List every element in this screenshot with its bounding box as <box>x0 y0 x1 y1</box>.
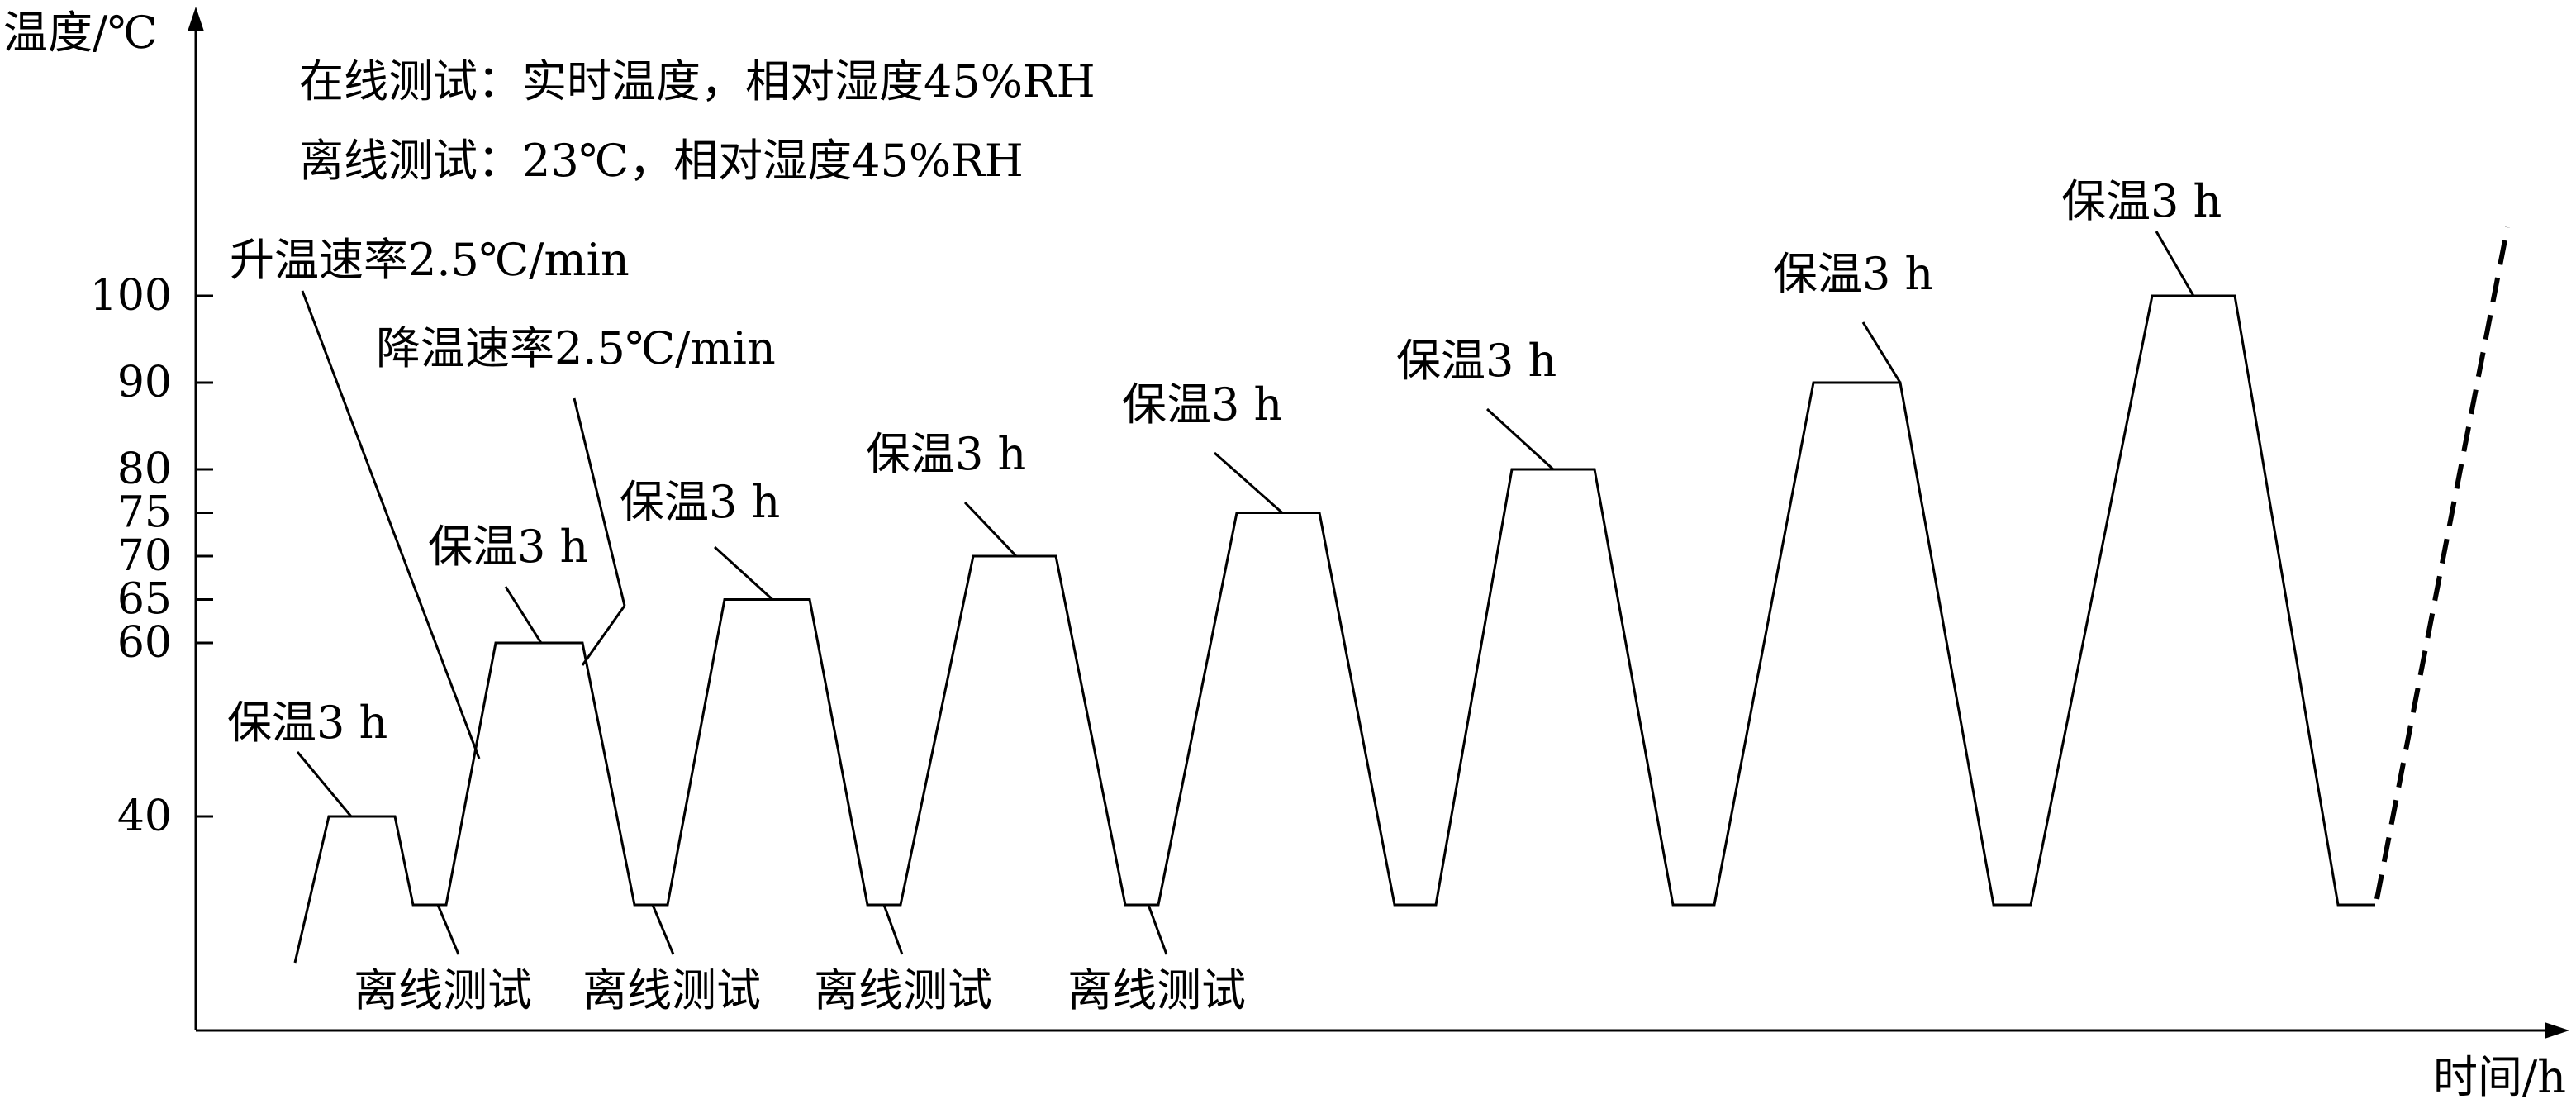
offline-leader-line <box>1147 904 1168 955</box>
offline-test-label: 离线测试 <box>1067 964 1246 1016</box>
y-tick-label: 60 <box>117 618 172 668</box>
cooling-rate-label: 降温速率2.5℃/min <box>376 322 776 374</box>
y-axis-arrow <box>188 7 204 31</box>
hold-leader-line <box>504 586 543 644</box>
hold-leader-line <box>713 545 774 601</box>
hold-label: 保温3 h <box>1122 378 1282 431</box>
hold-leader-line <box>963 501 1018 558</box>
hold-label: 保温3 h <box>428 521 588 573</box>
hold-label: 保温3 h <box>620 476 780 528</box>
cooling-rate-leader <box>573 397 626 607</box>
offline-test-label: 离线测试 <box>354 964 532 1016</box>
heating-rate-leader <box>301 290 481 759</box>
y-tick-label: 75 <box>117 488 172 538</box>
continuation-dashed-line <box>2374 226 2510 900</box>
y-tick-label: 70 <box>117 531 172 581</box>
offline-leader-line <box>436 904 460 955</box>
hold-label: 保温3 h <box>1396 335 1557 387</box>
hold-label: 保温3 h <box>2061 175 2222 227</box>
x-axis-arrow <box>2545 1022 2569 1039</box>
hold-leader-line <box>1214 451 1283 514</box>
hold-label: 保温3 h <box>227 697 387 749</box>
y-tick-label: 90 <box>117 358 172 407</box>
offline-labels: 离线测试离线测试离线测试离线测试 <box>354 904 1246 1016</box>
offline-test-note: 离线测试：23℃，相对湿度45%RH <box>299 135 1024 187</box>
hold-leader-line <box>1485 407 1555 471</box>
y-tick-label: 65 <box>117 575 172 625</box>
offline-leader-line <box>882 904 904 955</box>
offline-leader-line <box>651 904 675 955</box>
y-tick-label: 80 <box>117 445 172 494</box>
hold-leader-line <box>2155 231 2195 297</box>
offline-test-label: 离线测试 <box>582 964 761 1016</box>
y-axis-title: 温度/℃ <box>3 7 158 59</box>
hold-leader-line <box>296 751 353 817</box>
x-axis-title: 时间/h <box>2433 1051 2566 1100</box>
y-tick-label: 40 <box>117 792 172 841</box>
heating-rate-label: 升温速率2.5℃/min <box>230 234 630 286</box>
hold-labels: 保温3 h 保温3 h 保温3 h 保温3 h 保温3 h 保温3 h 保温3 h 保温3 h <box>227 175 2222 817</box>
y-tick-label: 100 <box>90 271 172 321</box>
hold-leader-line <box>1861 321 1902 383</box>
cooling-rate-leader-end <box>581 605 626 666</box>
offline-test-label: 离线测试 <box>814 964 992 1016</box>
online-test-note: 在线测试：实时温度，相对湿度45%RH <box>299 55 1096 107</box>
temperature-profile-line <box>293 294 2375 964</box>
hold-label: 保温3 h <box>866 428 1026 480</box>
hold-label: 保温3 h <box>1773 248 1933 300</box>
